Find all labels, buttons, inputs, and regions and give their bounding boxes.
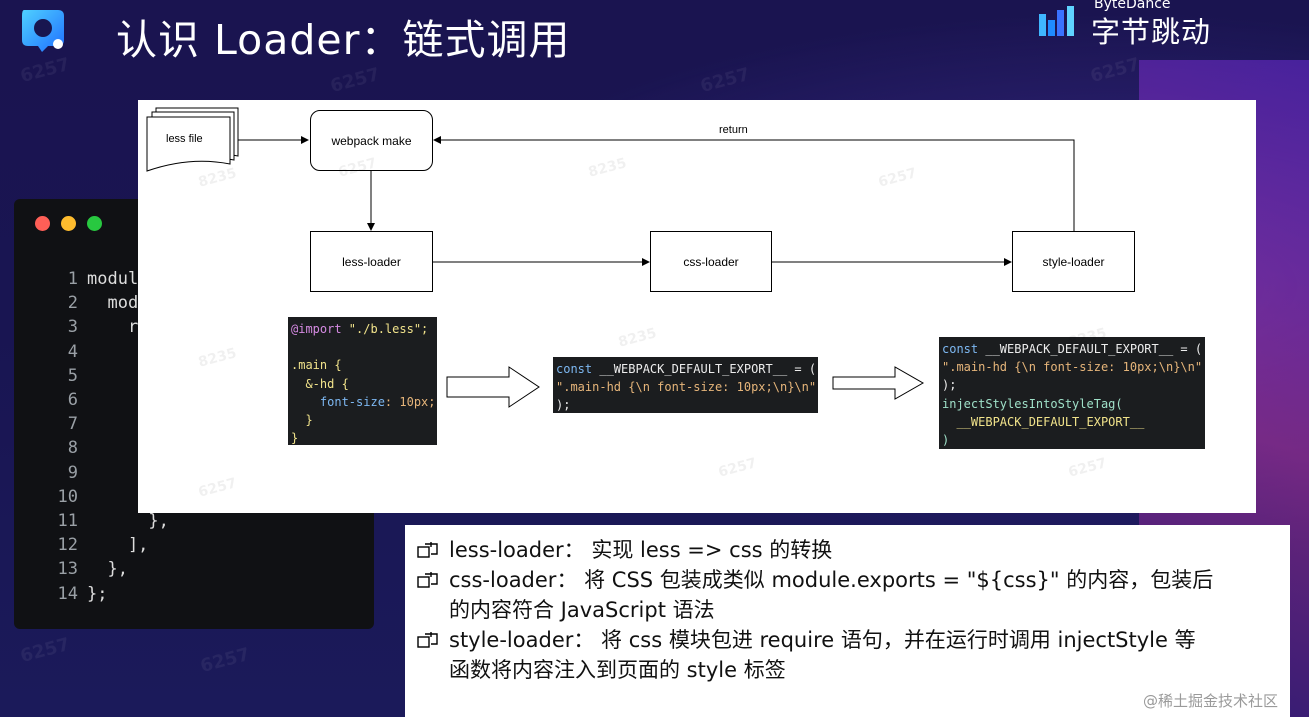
code-line: 11 }, xyxy=(54,509,169,533)
page-title: 认识 Loader：链式调用 xyxy=(116,16,571,64)
code-text: ], xyxy=(87,535,149,556)
bg-watermark: 6257 xyxy=(328,63,382,98)
line-number: 3 xyxy=(67,317,78,338)
less-file-label: less file xyxy=(166,133,203,145)
source-watermark: @稀土掘金技术社区 xyxy=(1142,692,1278,710)
code-line: 1 module xyxy=(54,267,169,291)
bytedance-logo-icon xyxy=(1039,6,1074,36)
bg-watermark: 6257 xyxy=(198,643,252,678)
bg-watermark: 6257 xyxy=(698,63,752,98)
code-token: ) xyxy=(942,433,950,448)
hollow-arrow-2 xyxy=(832,366,925,400)
brand-logo: ByteDance 字节跳动 xyxy=(1039,0,1279,50)
return-label: return xyxy=(719,124,748,136)
diagram-connectors xyxy=(146,107,1075,408)
bg-watermark: 6257 xyxy=(18,633,72,668)
code-text: }, xyxy=(87,559,128,580)
code-token: "./b.less"; xyxy=(341,322,429,336)
app-logo-icon xyxy=(22,10,64,52)
line-number: 6 xyxy=(67,390,78,411)
code-line: 4 xyxy=(54,340,169,364)
code-token: __WEBPACK_DEFAULT_EXPORT__ xyxy=(942,414,1145,429)
line-number: 14 xyxy=(57,583,78,604)
code-token: const xyxy=(556,362,593,376)
code-token: __WEBPACK_DEFAULT_EXPORT__ = ( xyxy=(978,342,1203,356)
code-token: } xyxy=(291,431,299,446)
line-number: 12 xyxy=(57,535,78,556)
webpack-make-node: webpack make xyxy=(310,110,433,171)
bg-watermark: 6257 xyxy=(1088,53,1142,88)
css-loader-node: css-loader xyxy=(650,231,772,292)
line-number: 2 xyxy=(67,293,78,314)
note-text: css-loader： 将 CSS 包装成类似 module.exports =… xyxy=(449,568,1214,592)
note-item-css-loader: css-loader： 将 CSS 包装成类似 module.exports =… xyxy=(417,565,1276,625)
code-line: 9 xyxy=(54,461,169,485)
code-token: @import xyxy=(291,322,342,336)
note-text: style-loader： 将 css 模块包进 require 语句，并在运行… xyxy=(449,628,1196,652)
code-token: const xyxy=(942,342,979,356)
code-token: : 10px; xyxy=(384,394,436,409)
code-token: } xyxy=(291,413,313,428)
line-number: 11 xyxy=(57,511,78,532)
line-number: 5 xyxy=(67,365,78,386)
style-loader-node: style-loader xyxy=(1012,231,1135,292)
hollow-arrow-1 xyxy=(446,366,540,408)
less-loader-node: less-loader xyxy=(310,231,433,292)
line-number: 4 xyxy=(67,341,78,362)
bg-watermark: 6257 xyxy=(18,53,72,88)
line-number: 7 xyxy=(67,414,78,435)
line-number: 9 xyxy=(67,462,78,483)
bullet-box-icon xyxy=(417,572,438,588)
brand-cn-text: 字节跳动 xyxy=(1091,15,1212,49)
code-token: ); xyxy=(942,378,957,393)
code-token: ".main-hd {\n font-size: 10px;\n}\n" xyxy=(556,380,817,395)
code-line: 8 xyxy=(54,436,169,460)
note-text-continued: 函数将内容注入到页面的 style 标签 xyxy=(449,658,786,682)
bullet-box-icon xyxy=(417,632,438,648)
code-line: 14}; xyxy=(54,582,169,606)
notes-panel: less-loader： 实现 less => css 的转换 css-load… xyxy=(405,525,1290,717)
code-text: }, xyxy=(87,511,169,532)
brand-en-text: ByteDance xyxy=(1094,0,1171,12)
note-item-less-loader: less-loader： 实现 less => css 的转换 xyxy=(417,535,1276,565)
code-line: 12 ], xyxy=(54,533,169,557)
code-token: font-size xyxy=(291,394,385,409)
note-text-continued: 的内容符合 JavaScript 语法 xyxy=(449,598,715,622)
note-item-style-loader: style-loader： 将 css 模块包进 require 语句，并在运行… xyxy=(417,625,1276,685)
code-text: module xyxy=(87,269,149,289)
line-number: 1 xyxy=(67,269,78,289)
minimize-dot-icon xyxy=(61,216,76,231)
code-token: __WEBPACK_DEFAULT_EXPORT__ = ( xyxy=(592,362,817,376)
arrow-return xyxy=(433,136,1075,231)
code-text: }; xyxy=(87,583,108,604)
close-dot-icon xyxy=(35,216,50,231)
code-line: 5 xyxy=(54,364,169,388)
less-file-doc-icon xyxy=(146,107,239,172)
code-line: 7 xyxy=(54,412,169,436)
maximize-dot-icon xyxy=(87,216,102,231)
code-token: &-hd { xyxy=(291,376,349,391)
code-line: 6 xyxy=(54,388,169,412)
loader-chain-diagram: less file webpack make return less-loade… xyxy=(138,100,1256,513)
bullet-box-icon xyxy=(417,542,438,558)
line-number: 8 xyxy=(67,438,78,459)
code-token: ".main-hd {\n font-size: 10px;\n}\n" xyxy=(942,360,1203,375)
line-number: 13 xyxy=(57,559,78,580)
code-line: 13 }, xyxy=(54,557,169,581)
less-source-snippet: @import "./b.less"; .main { &-hd { font-… xyxy=(288,317,437,445)
code-token: ); xyxy=(556,398,571,413)
code-token: injectStylesIntoStyleTag( xyxy=(942,396,1123,411)
code-token: .main { xyxy=(291,358,342,373)
css-loader-output-snippet: const __WEBPACK_DEFAULT_EXPORT__ = ( ".ma… xyxy=(553,357,818,413)
line-number: 10 xyxy=(57,486,78,507)
note-text: less-loader： 实现 less => css 的转换 xyxy=(449,538,833,562)
code-line: 10 xyxy=(54,485,169,509)
style-loader-output-snippet: const __WEBPACK_DEFAULT_EXPORT__ = ( ".ma… xyxy=(939,337,1205,449)
